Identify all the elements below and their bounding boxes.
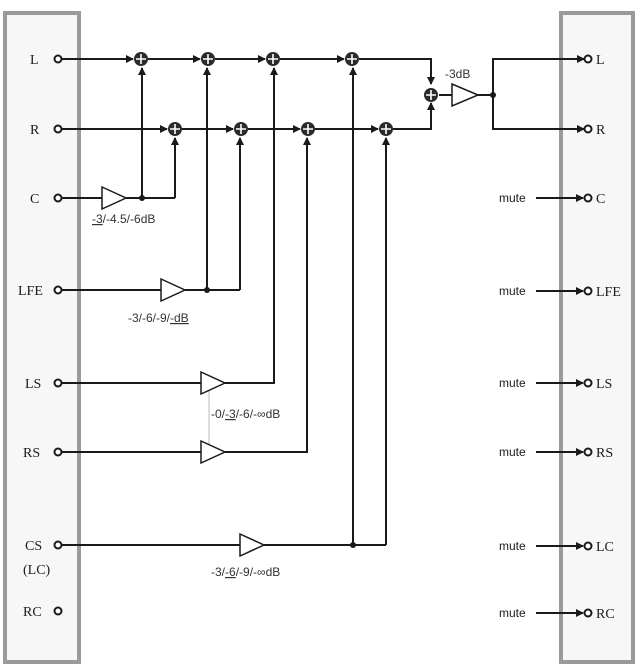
input-label-rc: RC: [23, 605, 42, 620]
input-terminal-icon: [53, 540, 63, 550]
gain-label-cs: -3/-6/-9/-∞dB: [211, 565, 280, 579]
output-label-lfe: LFE: [596, 285, 621, 300]
output-label-l: L: [596, 53, 605, 68]
input-label-l: L: [30, 53, 39, 68]
output-terminal-icon: [583, 124, 593, 134]
wire-out-l: [492, 55, 585, 95]
gain-lfe-default: -dB: [170, 311, 189, 325]
junction-dot: [139, 195, 145, 201]
output-label-ls: LS: [596, 377, 612, 392]
input-panel: [3, 11, 81, 664]
amplifier-icon-rs: [200, 439, 227, 465]
amplifier-icon-lfe: [160, 277, 187, 303]
output-panel: [559, 11, 635, 664]
output-terminal-icon: [583, 54, 593, 64]
summing-nodes: [134, 52, 438, 136]
gain-label-output: -3dB: [445, 67, 470, 81]
input-terminal-icon: [53, 285, 63, 295]
input-label-c: C: [30, 192, 39, 207]
wire-l-4: [359, 58, 435, 85]
output-label-r: R: [596, 123, 606, 138]
input-terminal-icon: [53, 193, 63, 203]
output-terminal-icon: [583, 447, 593, 457]
gain-label-surround: -0/-3/-6/-∞dB: [211, 407, 280, 421]
mute-label-lc: mute: [499, 539, 526, 553]
input-terminal-icon: [53, 378, 63, 388]
gain-surround-prefix: -0/: [211, 407, 226, 421]
summing-node-icon: [234, 122, 248, 136]
input-label-ls: LS: [25, 377, 41, 392]
input-label-lfe: LFE: [18, 284, 43, 299]
output-label-lc: LC: [596, 540, 614, 555]
junction-dot: [490, 92, 496, 98]
summing-node-icon: [345, 52, 359, 66]
gain-label-lfe: -3/-6/-9/-dB: [128, 311, 189, 325]
summing-node-icon: [379, 122, 393, 136]
wire-ls-out: [225, 67, 278, 384]
wire-out-r: [492, 95, 585, 133]
summing-node-icon: [266, 52, 280, 66]
wire-rs-out: [225, 137, 311, 453]
input-terminal-icon: [53, 447, 63, 457]
gain-cs-options: /-9/-∞dB: [236, 565, 281, 579]
input-terminal-icon: [53, 124, 63, 134]
input-terminal-icon: [53, 54, 63, 64]
mute-label-lfe: mute: [499, 284, 526, 298]
amplifier-icon-output: [451, 82, 480, 108]
amplifier-icon-c: [101, 185, 128, 211]
mute-label-rs: mute: [499, 445, 526, 459]
gain-center-options: /-4.5/-6dB: [103, 212, 156, 226]
summing-node-icon: [168, 122, 182, 136]
output-label-c: C: [596, 192, 605, 207]
summing-node-icon: [301, 122, 315, 136]
gain-lfe-options: -3/-6/-9/: [128, 311, 171, 325]
mute-label-rc: mute: [499, 606, 526, 620]
input-sublabel-lc: (LC): [23, 563, 51, 578]
output-terminal-icon: [583, 193, 593, 203]
junction-dot: [350, 542, 356, 548]
output-label-rc: RC: [596, 607, 615, 622]
amplifier-icon-ls: [200, 370, 227, 396]
input-label-cs: CS: [25, 539, 42, 554]
gain-cs-default: -6: [225, 565, 236, 579]
output-label-rs: RS: [596, 446, 613, 461]
output-terminal-icon: [583, 378, 593, 388]
gain-cs-prefix: -3/: [211, 565, 226, 579]
input-terminal-icon: [53, 606, 63, 616]
gain-surround-default: -3: [225, 407, 236, 421]
mute-label-c: mute: [499, 191, 526, 205]
amplifier-icon-cs: [239, 532, 266, 558]
junction-dot: [204, 287, 210, 293]
gain-surround-options: /-6/-∞dB: [236, 407, 281, 421]
output-terminal-icon: [583, 286, 593, 296]
input-label-r: R: [30, 123, 40, 138]
wire-r-4: [393, 102, 435, 130]
mute-label-ls: mute: [499, 376, 526, 390]
gain-center-default: -3: [92, 212, 103, 226]
output-terminal-icon: [583, 608, 593, 618]
summing-node-icon: [424, 88, 438, 102]
gain-label-center: -3/-4.5/-6dB: [92, 212, 155, 226]
input-label-rs: RS: [23, 446, 40, 461]
summing-node-icon: [134, 52, 148, 66]
summing-node-icon: [201, 52, 215, 66]
output-terminal-icon: [583, 541, 593, 551]
